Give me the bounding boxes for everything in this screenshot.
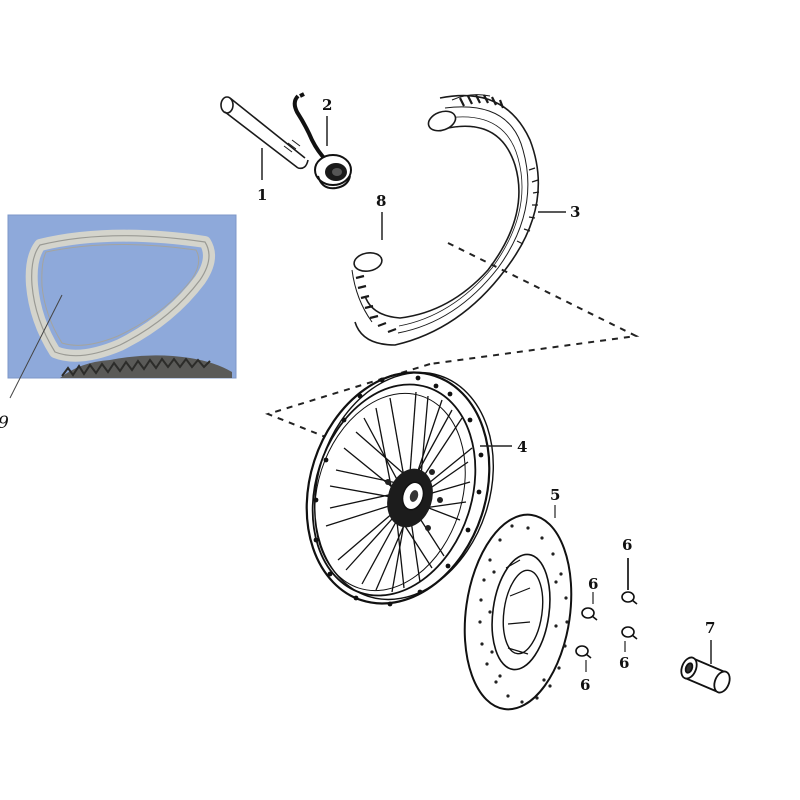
callout-1: 1 [257, 186, 267, 204]
bolt-a [581, 607, 598, 621]
callout-2: 2 [322, 96, 332, 114]
assembly-dashed-lines [265, 242, 640, 443]
callout-7: 7 [705, 619, 715, 637]
bolt-d [575, 645, 592, 659]
callout-9: 9 [0, 413, 9, 433]
callout-3: 3 [570, 203, 580, 221]
callout-6d: 6 [580, 676, 590, 694]
brake-disc-part-5 [463, 513, 573, 711]
callout-5: 5 [550, 486, 560, 504]
bolt-b [621, 591, 638, 605]
callout-4: 4 [517, 438, 527, 456]
axle-part-1 [220, 96, 309, 170]
tyre-part-3 [351, 94, 540, 346]
leader-line-9 [9, 294, 63, 399]
callout-6c: 6 [619, 654, 629, 672]
bolts-part-6 [575, 591, 638, 659]
spacer-part-2 [292, 92, 352, 190]
callout-8: 8 [376, 192, 386, 210]
rim-tape-photo-inset [7, 214, 237, 399]
callout-6a: 6 [588, 575, 598, 593]
spoked-wheel-part-4 [305, 371, 495, 607]
spacer-sleeve-part-7 [680, 656, 731, 694]
callout-6b: 6 [622, 536, 632, 554]
bolt-c [621, 626, 638, 640]
